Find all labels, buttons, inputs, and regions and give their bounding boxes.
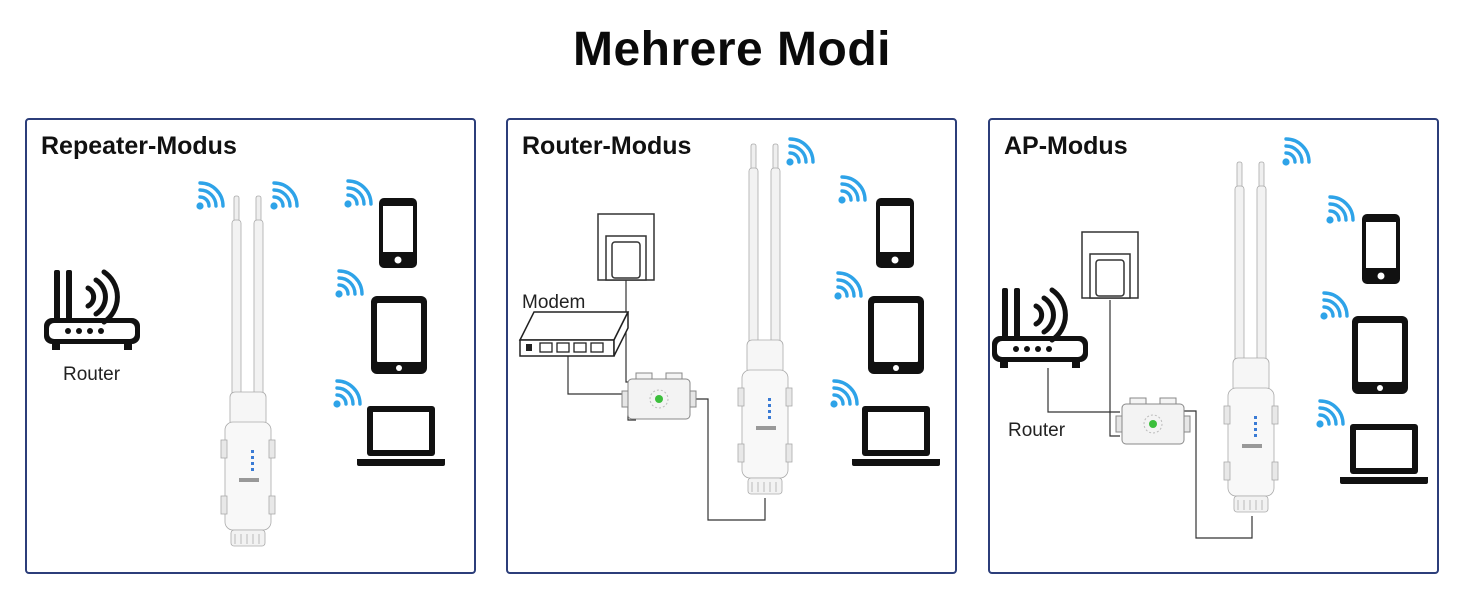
wifi-icon bbox=[333, 269, 364, 300]
router-label: Router bbox=[63, 364, 121, 385]
tablet-icon bbox=[1352, 316, 1408, 394]
router-icon bbox=[44, 270, 140, 350]
wifi-icon bbox=[1318, 291, 1349, 322]
repeater-device bbox=[220, 195, 276, 547]
wifi-icon bbox=[1280, 137, 1311, 168]
wifi-icon bbox=[342, 179, 373, 210]
poe-injector bbox=[621, 372, 697, 420]
panel-title: Repeater-Modus bbox=[41, 132, 237, 160]
tablet-icon bbox=[371, 296, 427, 374]
laptop-icon bbox=[357, 406, 445, 466]
tablet-icon bbox=[868, 296, 924, 374]
wifi-icon bbox=[331, 379, 362, 410]
wifi-icon bbox=[828, 379, 859, 410]
repeater-device bbox=[1223, 161, 1279, 513]
repeater-device bbox=[737, 143, 793, 495]
panel-title: Router-Modus bbox=[522, 132, 692, 160]
panel-repeater-mode: Repeater-Modus Router bbox=[25, 118, 476, 574]
router-icon bbox=[992, 288, 1088, 368]
wifi-icon bbox=[836, 175, 867, 206]
modem-label: Modem bbox=[522, 292, 585, 313]
page-title: Mehrere Modi bbox=[572, 23, 892, 76]
smartphone-icon bbox=[379, 198, 417, 268]
wifi-icon bbox=[784, 137, 815, 168]
router-label: Router bbox=[1008, 420, 1066, 441]
panel-title: AP-Modus bbox=[1004, 132, 1128, 160]
panel-router-mode: Router-Modus Modem bbox=[506, 118, 957, 574]
wifi-icon bbox=[1324, 195, 1355, 226]
modem-icon bbox=[519, 311, 629, 357]
wifi-icon bbox=[194, 181, 225, 212]
wifi-icon bbox=[832, 271, 863, 302]
smartphone-icon bbox=[1362, 214, 1400, 284]
wifi-icon bbox=[1314, 399, 1345, 430]
poe-injector bbox=[1115, 397, 1191, 445]
smartphone-icon bbox=[876, 198, 914, 268]
wall-outlet-icon bbox=[597, 213, 655, 281]
cable-lines bbox=[1047, 300, 1253, 539]
wall-outlet-icon bbox=[1081, 231, 1139, 299]
panel-ap-mode: AP-Modus Router bbox=[988, 118, 1439, 574]
laptop-icon bbox=[852, 406, 940, 466]
laptop-icon bbox=[1340, 424, 1428, 484]
wifi-icon bbox=[268, 181, 299, 212]
